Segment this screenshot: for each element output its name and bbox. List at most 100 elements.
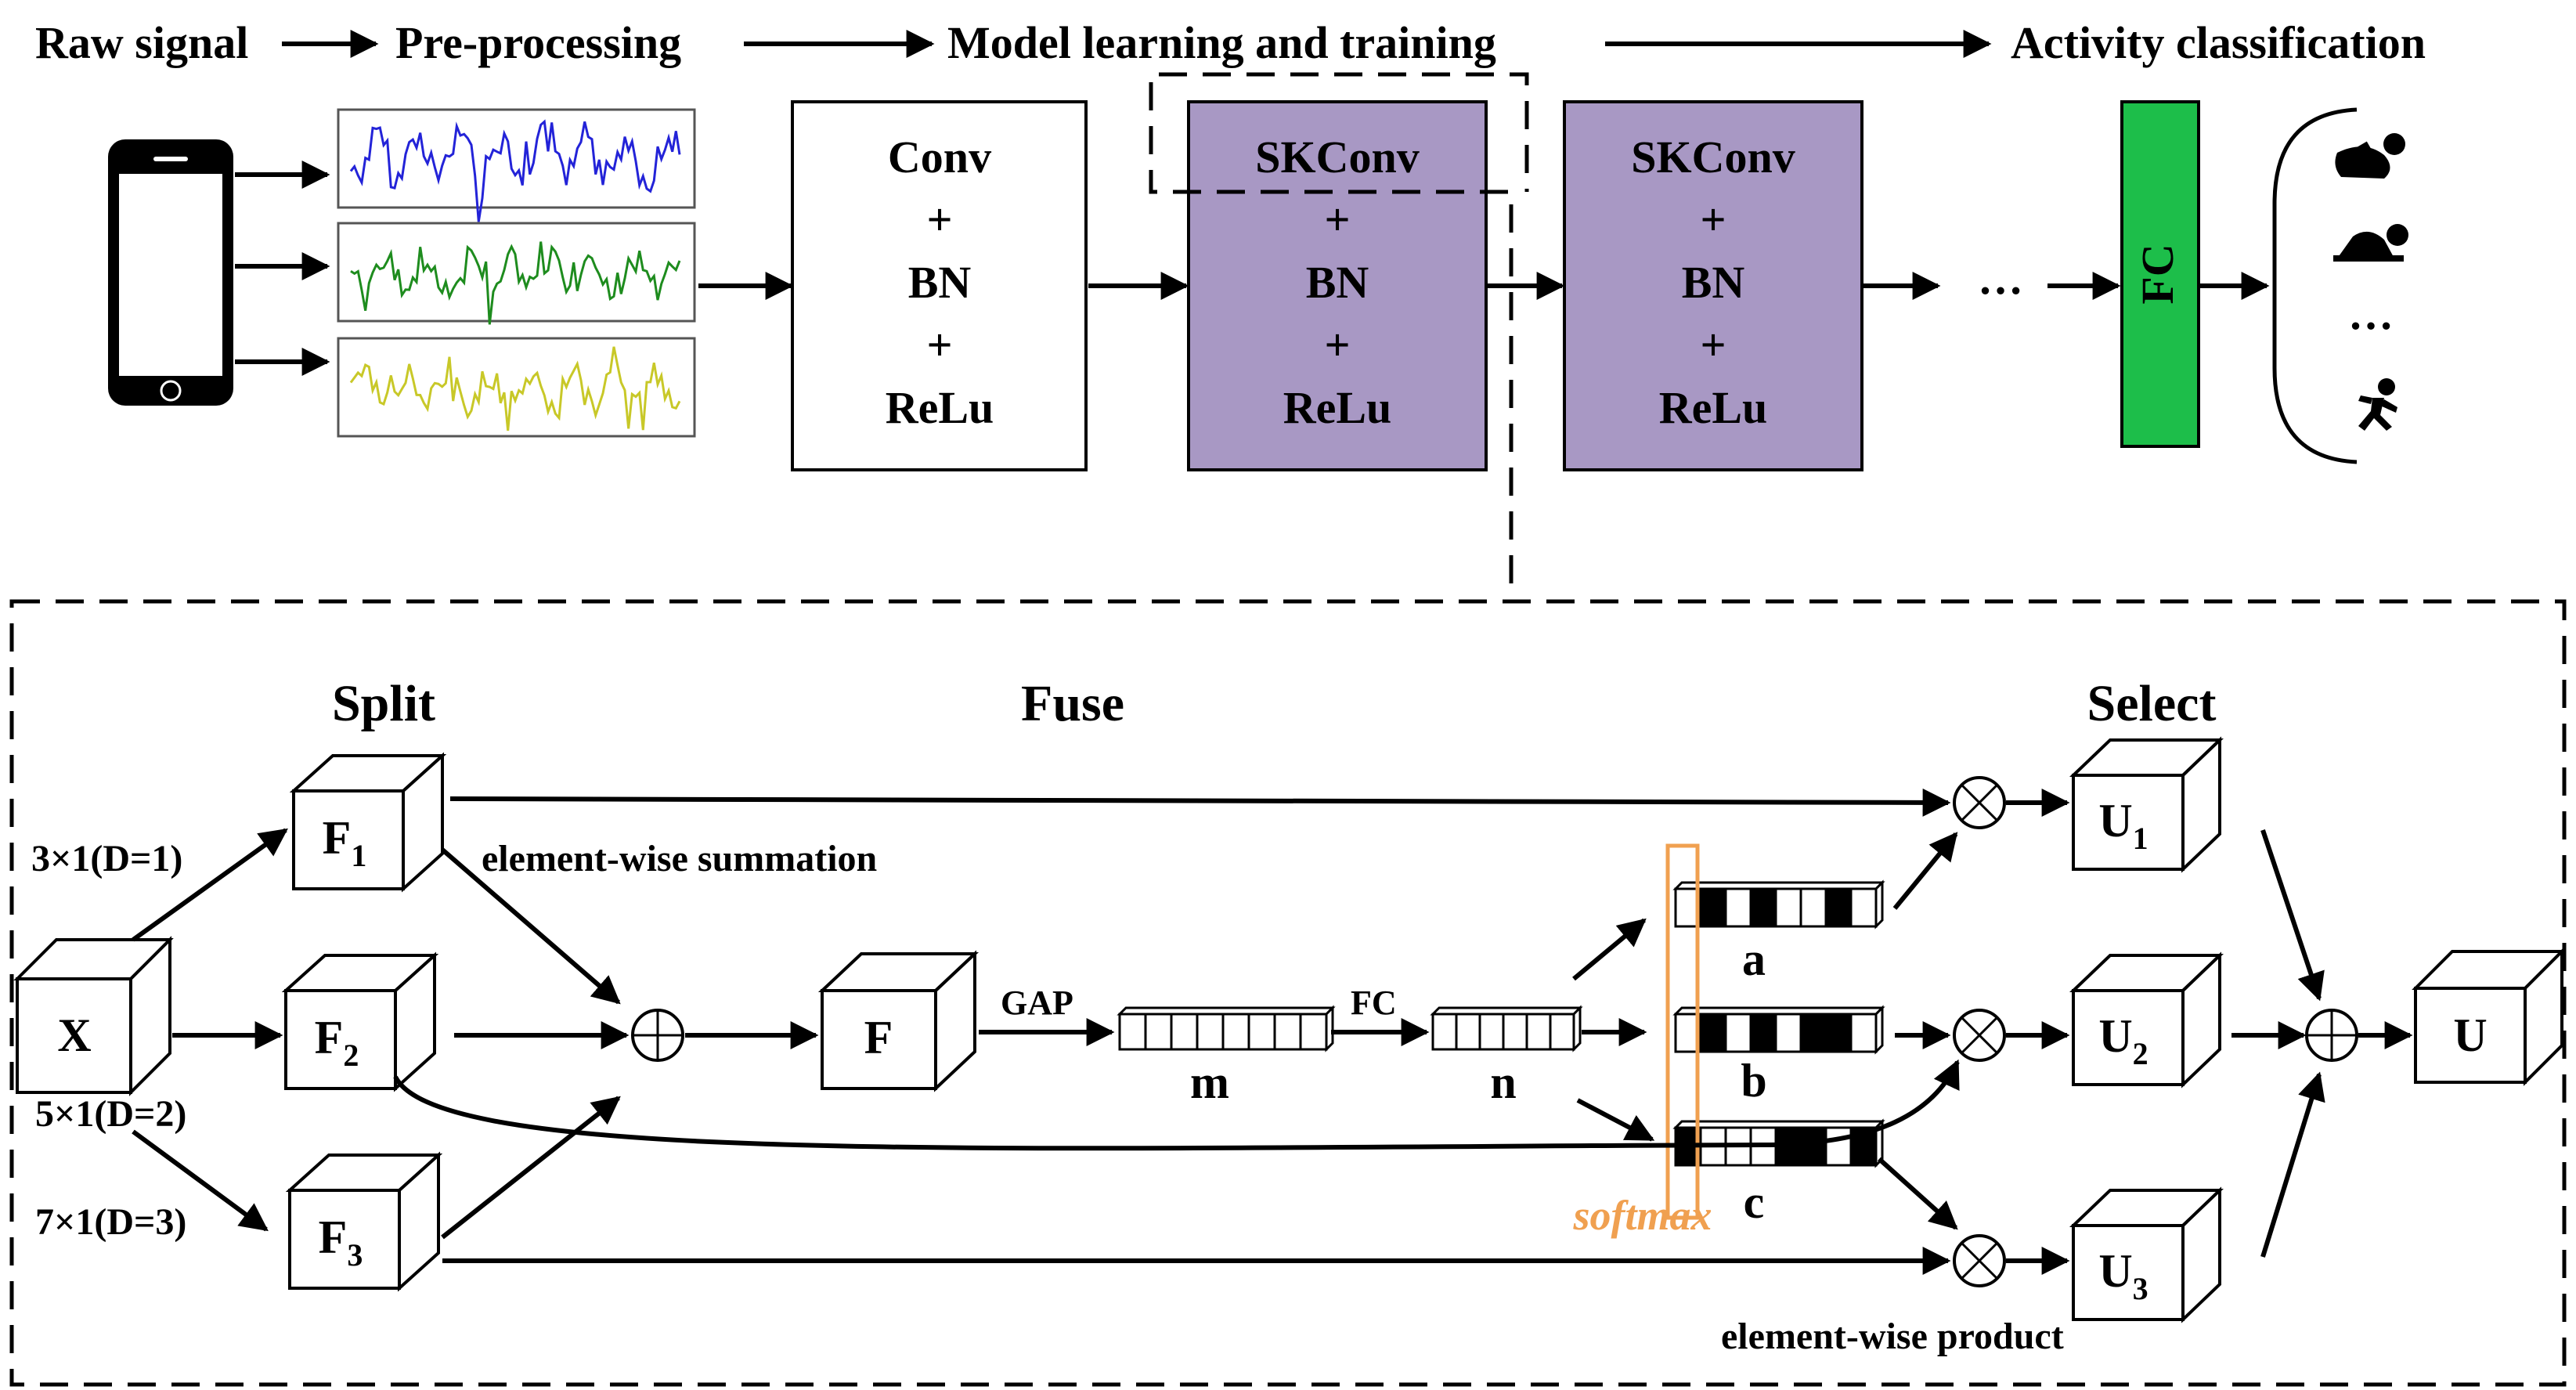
cube-u3: U3 [2069,1186,2224,1323]
bn-label: BN [1682,257,1745,308]
final-sum-operator-icon [2305,1009,2358,1062]
vector-cell [1849,887,1878,928]
skconv-block-2: SKConv + BN + ReLu [1563,100,1863,471]
product-operator-icon-1 [1953,776,2006,829]
vector-cell [1478,1013,1505,1051]
product-operator-icon-2 [1953,1009,2006,1062]
vector-cell [1144,1013,1173,1051]
vector-b [1672,1005,1885,1055]
conv-label: Conv [888,132,991,182]
m-label: m [1190,1056,1229,1108]
vector-cell [1699,887,1727,928]
product-operator-icon-3 [1953,1234,2006,1287]
u1-subscript: 1 [2133,821,2148,856]
plus-label: + [1700,194,1726,245]
skconv-block-1: SKConv + BN + ReLu [1187,100,1488,471]
sum-operator-icon [631,1009,684,1062]
vector-cell [1774,1013,1802,1053]
stage-model-learning: Model learning and training [947,17,1496,68]
ellipsis: … [1978,253,2023,304]
vector-cell [1824,887,1853,928]
plus-label: + [926,194,952,245]
relu-label: ReLu [886,382,994,433]
u1-label: U [2098,795,2132,847]
vector-cell [1724,887,1752,928]
u3-label: U [2098,1245,2132,1297]
vector-cell [1273,1013,1302,1051]
vector-cell [1699,1013,1727,1053]
skconv-label: SKConv [1631,132,1795,182]
plus-label: + [1324,194,1350,245]
svg-text:F2: F2 [315,1012,359,1073]
vector-side [1874,879,1884,930]
bn-label: BN [1306,257,1369,308]
gap-label: GAP [1001,984,1073,1022]
vector-cell [1525,1013,1552,1051]
vector-side [1874,1005,1884,1055]
vector-cell [1799,1126,1827,1167]
u2-label: U [2098,1010,2132,1062]
fc-label: FC [2132,244,2183,304]
u-output-label: U [2453,1009,2487,1061]
relu-label: ReLu [1659,382,1768,433]
vector-n [1430,1005,1583,1052]
summation-note: element-wise summation [482,838,877,879]
cube-f2: F2 [281,951,439,1092]
plus-label: + [926,320,952,370]
cube-u2: U2 [2069,951,2224,1089]
f2-label: F [315,1012,344,1063]
vector-cell [1849,1013,1878,1053]
u3-subscript: 3 [2133,1271,2148,1306]
cube-x: X [13,936,174,1096]
n-label: n [1490,1056,1516,1108]
signal-plot-x [337,108,696,222]
vector-cell [1774,887,1802,928]
a-label: a [1742,933,1766,985]
fc-block: FC [2120,100,2200,448]
softmax-label: softmax [1572,1192,1712,1239]
vector-cell [1749,1013,1777,1053]
sk-module-box [9,599,2567,1387]
softmax-highlight [1665,843,1700,1220]
fused-f-label: F [864,1012,893,1063]
skconv-highlight [1149,72,1529,583]
fuse-label: Fuse [1021,675,1124,732]
svg-text:U1: U1 [2098,795,2148,856]
f2-subscript: 2 [343,1038,359,1073]
person-crawling-icon [2333,224,2408,262]
output-bracket [2272,107,2358,464]
c-label: c [1744,1176,1765,1228]
u2-subscript: 2 [2133,1036,2148,1071]
vector-top [1672,1006,1885,1016]
vector-cell [1431,1013,1458,1051]
stage-header: Raw signal Pre-processing Model learning… [35,17,2426,68]
f1-subscript: 1 [351,838,366,873]
kernel-5x1-label: 5×1(D=2) [35,1093,186,1135]
x-label: X [57,1009,91,1061]
kernel-7x1-label: 7×1(D=3) [35,1201,186,1243]
product-note: element-wise product [1721,1316,2064,1357]
vector-cell [1196,1013,1225,1051]
signal-plot-z [337,337,696,438]
stage-pre-processing: Pre-processing [395,17,681,68]
cube-u-output: U [2412,948,2566,1086]
vector-cell [1799,887,1827,928]
vector-m [1117,1005,1336,1052]
vector-side [1325,1005,1334,1052]
kernel-3x1-label: 3×1(D=1) [31,838,182,879]
f3-subscript: 3 [347,1237,363,1273]
vector-cell [1455,1013,1481,1051]
f3-label: F [319,1211,348,1263]
smartphone-icon [108,139,233,406]
f1-label: F [323,812,352,864]
split-label: Split [332,675,435,732]
class-ellipsis: … [2348,288,2394,339]
svg-text:U3: U3 [2098,1245,2148,1306]
cube-fused-f: F [817,950,980,1092]
cube-u1: U1 [2069,736,2224,873]
stage-activity-classification: Activity classification [2011,17,2426,68]
b-label: b [1741,1055,1766,1107]
vector-cell [1749,887,1777,928]
fc-small-label: FC [1351,984,1397,1022]
